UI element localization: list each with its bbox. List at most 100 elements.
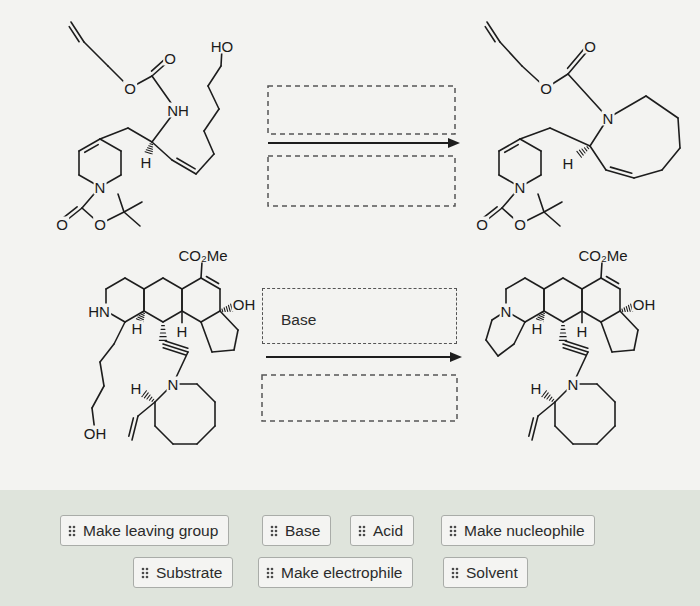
- empty-drop-box: [262, 375, 457, 421]
- bond-line: [581, 311, 583, 323]
- bond-line: [124, 212, 140, 226]
- atom-label: OH: [232, 297, 257, 312]
- bond-line: [219, 289, 221, 311]
- bond-line: [181, 311, 183, 323]
- bond-line: [579, 150, 583, 155]
- bond-line: [563, 278, 582, 289]
- bond-line: [601, 262, 602, 278]
- bond-line: [544, 202, 562, 212]
- bond-line: [228, 305, 230, 311]
- bond-line: [141, 314, 145, 316]
- bond-line: [120, 151, 122, 175]
- bond-line: [196, 154, 214, 174]
- bond-line: [582, 149, 585, 153]
- answer-chip: Make electrophile: [258, 557, 413, 588]
- bond-line: [541, 314, 545, 316]
- bond-line: [234, 330, 238, 350]
- bond-line: [514, 322, 525, 344]
- bond-line: [206, 277, 218, 284]
- bond-line: [538, 402, 555, 416]
- chip-text: Make nucleophile: [464, 522, 585, 540]
- bond-line: [540, 151, 542, 175]
- bond-line: [543, 289, 545, 311]
- bond-line: [201, 262, 202, 278]
- bond-line: [520, 139, 541, 151]
- bond-line: [590, 146, 606, 170]
- bond-line: [181, 289, 183, 311]
- bond-line: [577, 151, 582, 157]
- bond-line: [628, 305, 630, 311]
- atom-label: H: [562, 156, 575, 171]
- bond-line: [69, 27, 79, 42]
- bond-line: [182, 278, 201, 289]
- bond-line: [563, 348, 586, 355]
- bond-line: [538, 194, 544, 212]
- bond-line: [124, 202, 142, 212]
- bond-line: [539, 315, 544, 317]
- bond-line: [486, 340, 498, 356]
- atom-label: O: [163, 51, 177, 66]
- bond-line: [563, 311, 582, 322]
- bond-line: [142, 312, 145, 313]
- drag-handle-icon: [141, 567, 149, 579]
- bond-line: [114, 322, 125, 344]
- bond-line: [560, 332, 565, 333]
- bond-line: [529, 418, 534, 436]
- bond-line: [162, 325, 165, 326]
- bond-line: [561, 329, 565, 330]
- bond-line: [554, 402, 556, 426]
- bond-line: [555, 426, 573, 444]
- bond-line: [610, 167, 631, 173]
- bond-line: [155, 426, 173, 444]
- bond-line: [160, 332, 165, 333]
- bond-line: [646, 96, 678, 118]
- bond-line: [139, 315, 144, 317]
- bond-line: [150, 143, 153, 145]
- bond-line: [525, 278, 544, 289]
- bond-line: [212, 350, 234, 352]
- bond-line: [581, 289, 583, 311]
- atom-label: O: [93, 217, 107, 232]
- bond-line: [562, 325, 565, 326]
- atom-label: N: [94, 180, 107, 195]
- bond-line: [224, 308, 225, 312]
- bond-line: [486, 320, 492, 340]
- atom-label: O: [539, 81, 553, 96]
- bond-line: [543, 289, 545, 311]
- bond-line: [500, 42, 522, 66]
- bond-line: [197, 426, 215, 444]
- bond-line: [606, 277, 618, 284]
- bond-line: [597, 384, 615, 402]
- bond-line: [601, 311, 620, 322]
- chip-text: Acid: [373, 522, 403, 540]
- reaction-arrow: [266, 356, 452, 358]
- bond-line: [163, 311, 182, 322]
- atom-label: H: [130, 381, 143, 396]
- atom-label: N: [500, 304, 513, 319]
- bond-line: [125, 278, 144, 289]
- atom-label: NH: [166, 103, 190, 118]
- bond-line: [634, 170, 662, 178]
- atom-label: HO: [210, 39, 235, 54]
- bond-line: [128, 128, 152, 142]
- atom-label: O: [55, 217, 69, 232]
- bond-line: [201, 311, 220, 322]
- drag-handle-icon: [358, 525, 366, 537]
- bond-line: [147, 395, 150, 399]
- atom-label: H: [131, 321, 144, 336]
- bond-line: [568, 49, 585, 69]
- atom-label: O: [475, 217, 489, 232]
- atom-label: O: [123, 81, 137, 96]
- drag-handle-icon: [451, 567, 459, 579]
- bond-line: [142, 391, 147, 397]
- bond-line: [573, 443, 597, 445]
- bond-line: [544, 278, 563, 289]
- bond-line: [149, 146, 153, 147]
- chip-text: Solvent: [466, 564, 518, 582]
- bond-line: [84, 42, 108, 66]
- bond-line: [85, 145, 98, 153]
- molecule-bonds: [62, 22, 680, 444]
- bond-line: [662, 148, 680, 170]
- drag-handle-icon: [449, 525, 457, 537]
- bond-line: [163, 278, 182, 289]
